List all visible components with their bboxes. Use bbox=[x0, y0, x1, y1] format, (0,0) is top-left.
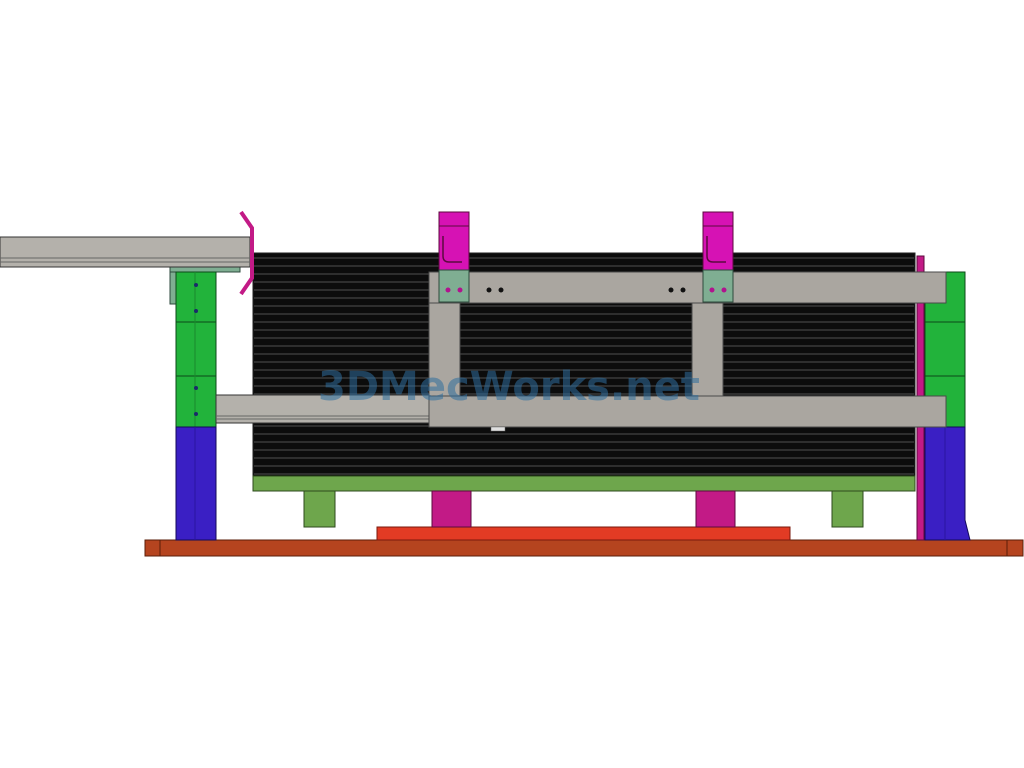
bolt-hole-icon bbox=[194, 386, 198, 390]
bolt-hole-icon bbox=[680, 287, 686, 293]
grey-frame bbox=[428, 271, 947, 432]
bolt-hole-icon bbox=[668, 287, 674, 293]
bolt-hole-icon bbox=[194, 412, 198, 416]
bolt-hole-icon bbox=[194, 309, 198, 313]
magenta-support-left bbox=[431, 490, 472, 528]
bolt-hole-icon bbox=[721, 287, 727, 293]
red-base-strip bbox=[376, 526, 791, 541]
middle-left-rail bbox=[215, 394, 432, 424]
bolt-hole-icon bbox=[709, 287, 715, 293]
bolt-hole-icon bbox=[445, 287, 451, 293]
magenta-support-right bbox=[695, 490, 736, 528]
bolt-hole-icon bbox=[457, 287, 463, 293]
green-tray bbox=[252, 475, 916, 528]
bolt-hole-icon bbox=[486, 287, 492, 293]
green-foot-left bbox=[303, 490, 336, 528]
bolt-hole-icon bbox=[498, 287, 504, 293]
left-column bbox=[169, 264, 241, 541]
green-foot-right bbox=[831, 490, 864, 528]
base-plate bbox=[144, 539, 1024, 557]
top-left-rail bbox=[0, 210, 254, 296]
magenta-hook-right bbox=[702, 211, 734, 303]
magenta-hook-left bbox=[438, 211, 470, 303]
bolt-hole-icon bbox=[194, 283, 198, 287]
